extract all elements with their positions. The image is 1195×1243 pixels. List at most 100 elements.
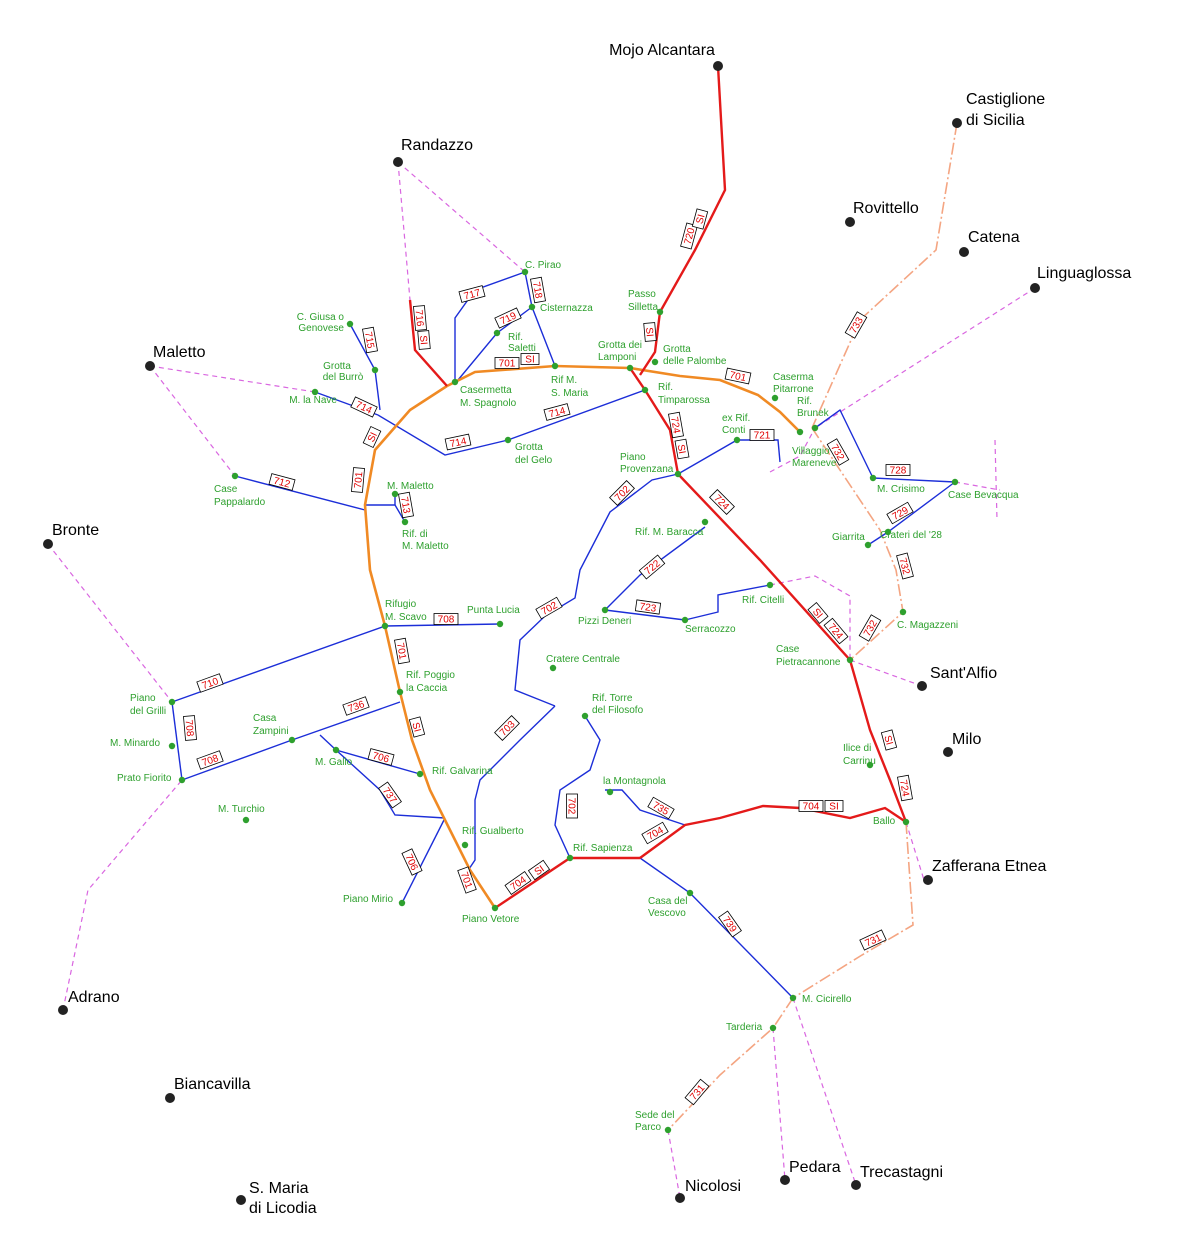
place-dot[interactable] — [674, 470, 682, 478]
place-dot[interactable] — [601, 606, 609, 614]
route-badge[interactable]: 701 — [724, 367, 752, 385]
route-badge[interactable]: 703 — [494, 715, 521, 742]
place-dot[interactable] — [491, 904, 499, 912]
place-dot[interactable] — [288, 736, 296, 744]
place-dot[interactable] — [796, 428, 804, 436]
place-dot[interactable] — [549, 664, 557, 672]
route-badge[interactable]: 724 — [896, 774, 913, 802]
town-dot[interactable] — [58, 1005, 68, 1015]
route-badge[interactable]: 706 — [401, 848, 423, 876]
place-dot[interactable] — [606, 788, 614, 796]
place-dot[interactable] — [461, 841, 469, 849]
route-badge[interactable]: 702 — [565, 793, 578, 819]
route-badge[interactable]: 724 — [823, 617, 849, 645]
town-dot[interactable] — [923, 875, 933, 885]
route-badge[interactable]: 708 — [433, 613, 459, 626]
place-dot[interactable] — [521, 268, 529, 276]
place-dot[interactable] — [733, 436, 741, 444]
route-badge[interactable]: 716 — [412, 305, 427, 331]
place-dot[interactable] — [866, 761, 874, 769]
place-dot[interactable] — [864, 541, 872, 549]
route-badge[interactable]: 701 — [351, 467, 365, 493]
place-dot[interactable] — [396, 688, 404, 696]
place-dot[interactable] — [701, 518, 709, 526]
route-badge[interactable]: 704 — [798, 800, 824, 813]
place-dot[interactable] — [231, 472, 239, 480]
place-dot[interactable] — [681, 616, 689, 624]
place-dot[interactable] — [168, 742, 176, 750]
route-badge[interactable]: SI — [674, 438, 690, 460]
route-badge[interactable]: SI — [362, 425, 382, 449]
route-badge[interactable]: SI — [527, 859, 551, 881]
place-dot[interactable] — [416, 770, 424, 778]
place-dot[interactable] — [504, 436, 512, 444]
place-dot[interactable] — [371, 366, 379, 374]
place-dot[interactable] — [902, 818, 910, 826]
route-badge[interactable]: SI — [408, 716, 426, 738]
place-dot[interactable] — [398, 899, 406, 907]
route-badge[interactable]: 710 — [196, 673, 224, 694]
place-dot[interactable] — [789, 994, 797, 1002]
place-dot[interactable] — [528, 303, 536, 311]
route-badge[interactable]: 715 — [361, 326, 378, 354]
town-dot[interactable] — [165, 1093, 175, 1103]
route-badge[interactable]: SI — [807, 602, 829, 625]
route-badge[interactable]: 708 — [182, 715, 197, 741]
route-badge[interactable]: 702 — [535, 596, 563, 620]
town-dot[interactable] — [145, 361, 155, 371]
place-dot[interactable] — [846, 656, 854, 664]
town-dot[interactable] — [675, 1193, 685, 1203]
place-dot[interactable] — [951, 478, 959, 486]
place-dot[interactable] — [664, 1126, 672, 1134]
route-badge[interactable]: 737 — [378, 781, 402, 809]
place-dot[interactable] — [168, 698, 176, 706]
place-dot[interactable] — [493, 329, 501, 337]
route-badge[interactable]: 728 — [885, 464, 911, 477]
place-dot[interactable] — [311, 388, 319, 396]
route-badge[interactable]: SI — [417, 330, 431, 350]
route-badge[interactable]: 713 — [397, 491, 414, 519]
town-dot[interactable] — [845, 217, 855, 227]
route-badge[interactable]: SI — [824, 800, 844, 813]
route-badge[interactable]: 721 — [749, 429, 775, 442]
route-badge[interactable]: 706 — [367, 748, 395, 767]
place-dot[interactable] — [686, 889, 694, 897]
town-dot[interactable] — [393, 157, 403, 167]
place-dot[interactable] — [651, 358, 659, 366]
route-badge[interactable]: 701 — [393, 637, 410, 665]
place-dot[interactable] — [346, 320, 354, 328]
place-dot[interactable] — [451, 378, 459, 386]
route-badge[interactable]: 732 — [858, 614, 882, 642]
place-dot[interactable] — [899, 608, 907, 616]
place-dot[interactable] — [869, 474, 877, 482]
route-badge[interactable]: 724 — [667, 411, 684, 439]
place-dot[interactable] — [656, 308, 664, 316]
town-dot[interactable] — [952, 118, 962, 128]
route-badge[interactable]: SI — [520, 353, 540, 366]
place-dot[interactable] — [771, 394, 779, 402]
place-dot[interactable] — [766, 581, 774, 589]
route-badge[interactable]: SI — [643, 322, 657, 342]
town-dot[interactable] — [713, 61, 723, 71]
place-dot[interactable] — [242, 816, 250, 824]
route-badge[interactable]: 701 — [457, 866, 477, 894]
place-dot[interactable] — [381, 622, 389, 630]
route-badge[interactable]: 714 — [444, 433, 472, 451]
place-dot[interactable] — [811, 424, 819, 432]
blue-trails[interactable] — [171, 271, 956, 999]
orange-trails[interactable] — [363, 364, 801, 909]
route-badge[interactable]: SI — [880, 729, 898, 751]
place-dot[interactable] — [332, 746, 340, 754]
red-trails[interactable] — [408, 65, 908, 909]
route-badge[interactable]: 720 — [680, 222, 699, 250]
route-badge[interactable]: 717 — [458, 285, 486, 304]
place-dot[interactable] — [496, 620, 504, 628]
place-dot[interactable] — [769, 1024, 777, 1032]
route-badge[interactable]: 733 — [844, 311, 868, 339]
town-dot[interactable] — [236, 1195, 246, 1205]
route-badge[interactable]: 732 — [896, 552, 914, 580]
place-dot[interactable] — [391, 490, 399, 498]
route-badge[interactable]: 714 — [543, 403, 571, 422]
town-dot[interactable] — [851, 1180, 861, 1190]
town-dot[interactable] — [917, 681, 927, 691]
